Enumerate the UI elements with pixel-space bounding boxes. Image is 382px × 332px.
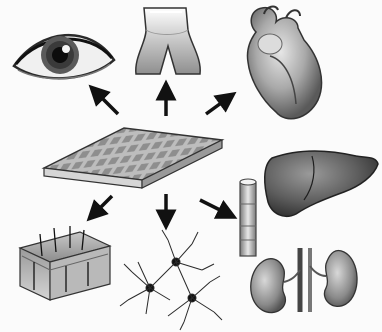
arrow-heart <box>206 98 228 114</box>
nerve-cells-icon <box>120 230 222 330</box>
arrow-skin <box>94 196 112 214</box>
eye-icon <box>14 35 114 78</box>
arrow-eye <box>96 92 118 114</box>
tooth-icon <box>136 8 200 74</box>
vessel-icon <box>240 179 256 256</box>
heart-icon <box>247 7 321 119</box>
arrow-vessel <box>200 200 228 214</box>
scaffold-grid <box>44 128 222 188</box>
liver-icon <box>265 151 378 216</box>
kidneys-icon <box>251 248 357 313</box>
skin-icon <box>20 226 110 300</box>
